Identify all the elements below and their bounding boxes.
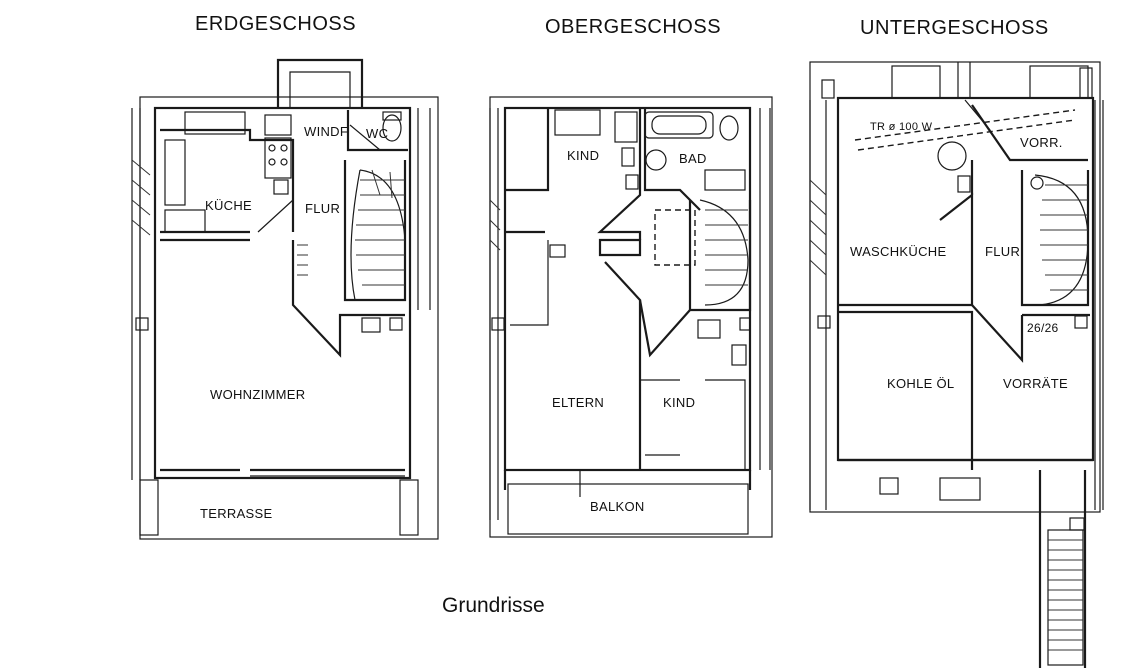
label-vorr: VORR. <box>1020 135 1063 150</box>
title-erdgeschoss: ERDGESCHOSS <box>195 13 357 35</box>
label-balkon: BALKON <box>590 499 645 514</box>
caption-grundrisse: Grundrisse <box>442 594 545 617</box>
plan-obergeschoss <box>489 96 773 538</box>
label-stair-ratio: 26/26 <box>1027 321 1059 335</box>
plan-erdgeschoss <box>131 58 439 540</box>
label-eltern: ELTERN <box>552 395 604 410</box>
label-flur-eg: FLUR <box>305 201 340 216</box>
label-kohle-oel: KOHLE ÖL <box>887 376 954 391</box>
label-windf: WINDF <box>304 124 348 139</box>
label-wohnzimmer: WOHNZIMMER <box>210 387 305 402</box>
label-pipe: TR ø 100 W <box>870 121 933 133</box>
label-terrasse: TERRASSE <box>200 506 273 521</box>
title-untergeschoss: UNTERGESCHOSS <box>860 17 1049 39</box>
label-wc: WC <box>366 126 388 141</box>
label-vorraete: VORRÄTE <box>1003 376 1068 391</box>
label-kind-2: KIND <box>663 395 695 410</box>
label-bad: BAD <box>679 151 707 166</box>
plan-untergeschoss <box>809 61 1104 668</box>
label-flur-ug: FLUR <box>985 244 1020 259</box>
title-obergeschoss: OBERGESCHOSS <box>545 16 722 38</box>
label-kueche: KÜCHE <box>205 198 252 213</box>
label-waschkueche: WASCHKÜCHE <box>850 244 946 259</box>
label-kind-1: KIND <box>567 148 599 163</box>
